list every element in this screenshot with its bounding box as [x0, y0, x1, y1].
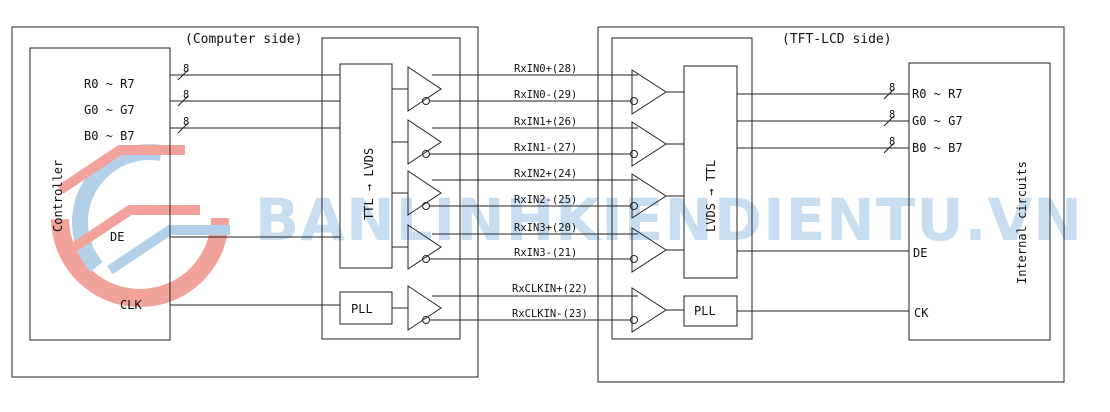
computer-side-box	[11, 26, 479, 378]
signal-rxin1-pos: RxIN1+(26)	[514, 116, 577, 128]
signal-rxin3-neg: RxIN3-(21)	[514, 247, 577, 259]
signal-rxin1-neg: RxIN1-(27)	[514, 142, 577, 154]
pll-rx-label: PLL	[694, 304, 716, 318]
signal-rxin2-neg: RxIN2-(25)	[514, 194, 577, 206]
lcd-bus-label-r: R0 ~ R7	[912, 87, 963, 101]
de-label-tx: DE	[110, 230, 124, 244]
bus-width-b-tx: 8	[183, 116, 189, 128]
controller-box	[29, 47, 171, 341]
lcd-side-box	[597, 26, 1065, 383]
watermark-text: BANLINHKIENDIENTU.VN	[255, 186, 1083, 254]
internal-circuits-box	[908, 62, 1051, 341]
pll-tx-label: PLL	[351, 302, 373, 316]
controller-label: Controller	[51, 160, 65, 232]
bus-label-g: G0 ~ G7	[84, 103, 135, 117]
signal-rxin2-pos: RxIN2+(24)	[514, 168, 577, 180]
internal-circuits-label: Internal circuits	[1015, 161, 1029, 284]
bus-width-g-tx: 8	[183, 89, 189, 101]
bus-width-r-tx: 8	[183, 63, 189, 75]
signal-rxin3-pos: RxIN3+(20)	[514, 222, 577, 234]
ck-label: CK	[914, 306, 929, 320]
watermark-logo-icon	[51, 129, 230, 307]
decoder-block	[683, 65, 738, 279]
bus-width-r-rx: 8	[889, 82, 895, 94]
bus-label-r: R0 ~ R7	[84, 77, 135, 91]
bus-width-g-rx: 8	[889, 109, 895, 121]
decoder-label: LVDS → TTL	[704, 160, 718, 232]
lcd-side-title: (TFT-LCD side)	[782, 32, 892, 47]
de-label-rx: DE	[913, 246, 927, 260]
signal-rxclkin-pos: RxCLKIN+(22)	[512, 283, 588, 295]
computer-side-title: (Computer side)	[185, 32, 302, 47]
encoder-block	[339, 63, 393, 269]
signal-rxclkin-neg: RxCLKIN-(23)	[512, 308, 588, 320]
signal-rxin0-neg: RxIN0-(29)	[514, 89, 577, 101]
clk-label: CLK	[120, 298, 142, 312]
lcd-bus-label-b: B0 ~ B7	[912, 141, 963, 155]
wiring-layer	[11, 26, 1065, 383]
signal-rxin0-pos: RxIN0+(28)	[514, 63, 577, 75]
receiver-box	[611, 37, 753, 340]
bus-width-b-rx: 8	[889, 136, 895, 148]
bus-label-b: B0 ~ B7	[84, 129, 135, 143]
lcd-bus-label-g: G0 ~ G7	[912, 114, 963, 128]
transmitter-box	[321, 37, 461, 340]
encoder-label: TTL → LVDS	[362, 148, 376, 220]
